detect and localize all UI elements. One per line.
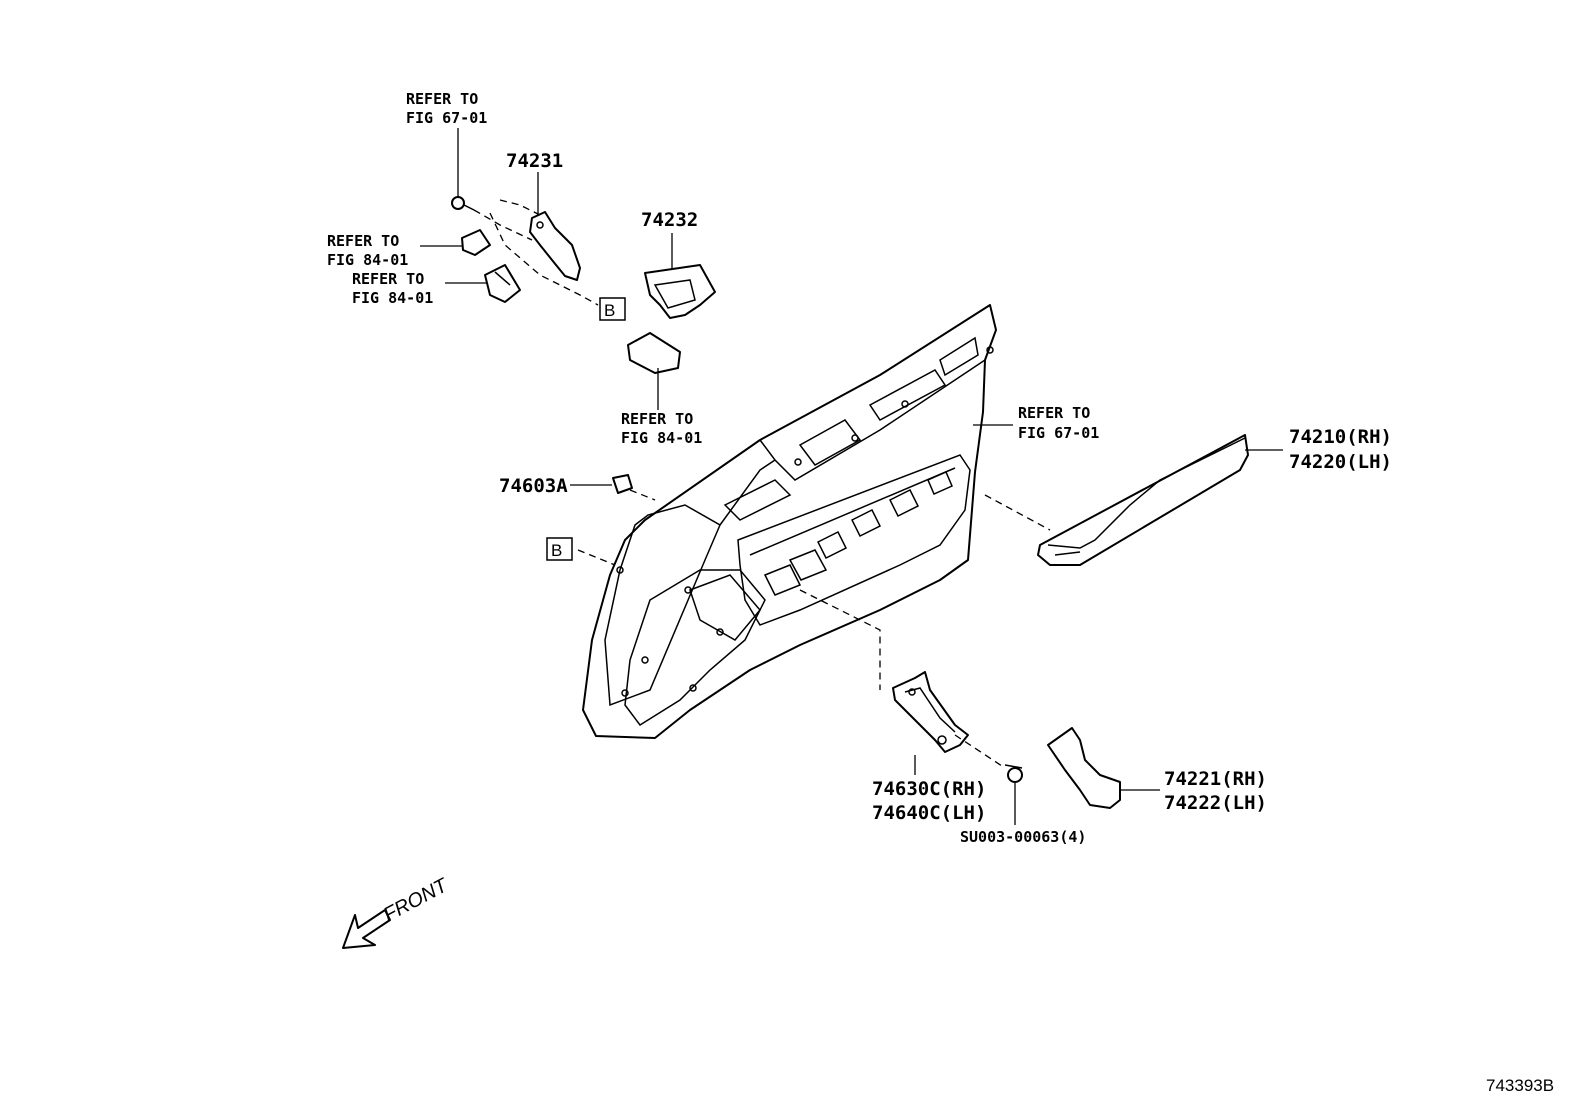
label-refer-67-top-line2: FIG 67-01 <box>406 109 487 127</box>
armrest-74210 <box>1037 434 1249 566</box>
label-refer-67-right-line2: FIG 67-01 <box>1018 424 1099 442</box>
front-arrow: FRONT <box>342 874 453 949</box>
label-part-74210-line1: 74210(RH) <box>1289 426 1392 448</box>
label-refer-84-b: REFER TO FIG 84-01 <box>352 270 433 307</box>
door-trim-panel <box>582 304 997 739</box>
callout-b-left: B <box>546 537 573 561</box>
callout-b-top: B <box>599 297 626 321</box>
label-part-74630C-line1: 74630C(RH) <box>872 778 986 800</box>
label-part-74232: 74232 <box>641 209 698 231</box>
label-refer-84-c-line2: FIG 84-01 <box>621 429 702 447</box>
switch-84-01-b <box>484 264 521 303</box>
label-refer-84-a-line2: FIG 84-01 <box>327 251 408 269</box>
label-refer-84-c-line1: REFER TO <box>621 410 693 428</box>
callout-b-top-text: B <box>604 301 615 320</box>
label-part-74630C: 74630C(RH) 74640C(LH) <box>872 778 986 824</box>
front-arrow-icon <box>342 909 391 949</box>
label-refer-67-right-line1: REFER TO <box>1018 404 1090 422</box>
label-part-SU003: SU003-00063(4) <box>960 828 1086 846</box>
switch-84-01-c <box>627 332 681 374</box>
switch-84-01-a <box>461 229 491 256</box>
label-part-74221-line2: 74222(LH) <box>1164 792 1267 814</box>
figure-reference: 743393B <box>1486 1076 1554 1095</box>
label-refer-84-b-line2: FIG 84-01 <box>352 289 433 307</box>
cover-74221 <box>1047 727 1121 809</box>
label-part-74603A: 74603A <box>499 475 568 497</box>
label-part-74221: 74221(RH) 74222(LH) <box>1164 768 1267 814</box>
bolt-top <box>451 196 475 211</box>
label-refer-84-a: REFER TO FIG 84-01 <box>327 232 408 269</box>
label-part-74231: 74231 <box>506 150 563 172</box>
label-refer-67-right: REFER TO FIG 67-01 <box>1018 404 1099 442</box>
bracket-74231 <box>529 211 581 281</box>
front-label: FRONT <box>380 874 453 927</box>
label-refer-84-b-line1: REFER TO <box>352 270 424 288</box>
label-part-74210-line2: 74220(LH) <box>1289 451 1392 473</box>
label-part-74221-line1: 74221(RH) <box>1164 768 1267 790</box>
clip-74603A <box>612 474 633 494</box>
label-part-74630C-line2: 74640C(LH) <box>872 802 986 824</box>
label-refer-67-top-line1: REFER TO <box>406 90 478 108</box>
cover-74232 <box>644 264 716 319</box>
leader-lines <box>420 128 1283 825</box>
label-refer-84-a-line1: REFER TO <box>327 232 399 250</box>
dashed-lines <box>473 199 1051 769</box>
label-refer-67-top: REFER TO FIG 67-01 <box>406 90 487 127</box>
label-refer-84-c: REFER TO FIG 84-01 <box>621 410 702 447</box>
callout-b-left-text: B <box>551 541 562 560</box>
screw-SU003 <box>1004 764 1023 783</box>
bracket-74630C <box>892 671 969 753</box>
label-part-74210: 74210(RH) 74220(LH) <box>1289 426 1392 473</box>
